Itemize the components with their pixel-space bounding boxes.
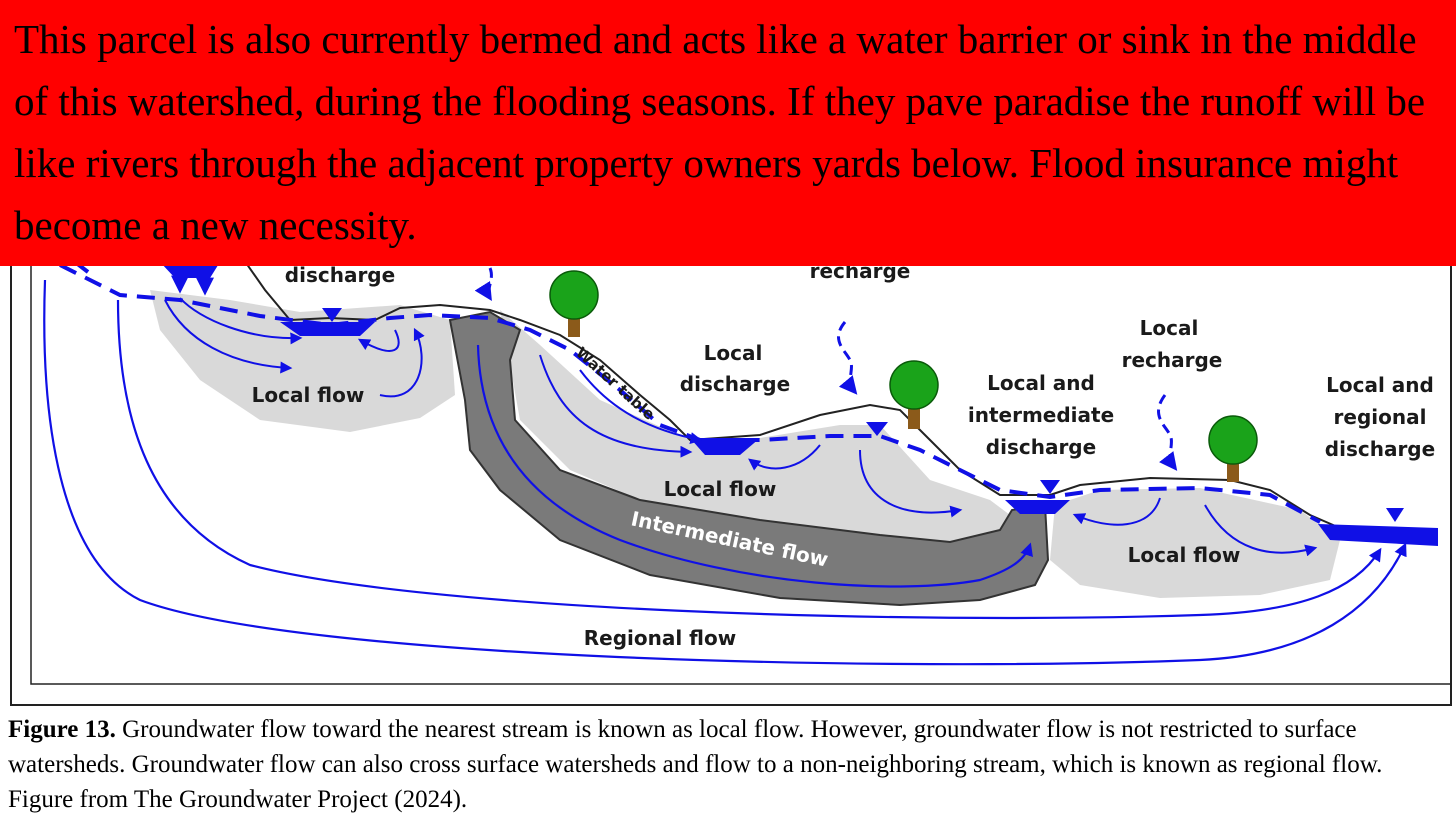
stream-left xyxy=(280,322,375,336)
tree-icon xyxy=(889,360,939,429)
label-discharge-top: discharge xyxy=(285,263,395,287)
label-local-intermediate-2: intermediate xyxy=(968,403,1114,427)
regional-flow-path-outer xyxy=(43,279,1407,666)
label-local-recharge-1: Local xyxy=(1140,316,1199,340)
local-zone-middle xyxy=(500,310,1010,545)
stream-mid xyxy=(690,438,760,455)
land-surface xyxy=(229,239,1341,529)
regional-flow-path-inner xyxy=(116,299,1382,620)
label-local-flow-left: Local flow xyxy=(252,383,365,407)
label-regional-flow: Regional flow xyxy=(584,626,736,650)
tree-icon xyxy=(1208,415,1258,482)
label-local-regional-3: discharge xyxy=(1325,437,1435,461)
groundwater-flow-diagram: discharge recharge Local flow Water tabl… xyxy=(10,199,1452,706)
regional-stream xyxy=(1318,524,1438,546)
label-local-intermediate-1: Local and xyxy=(987,371,1095,395)
warning-banner: This parcel is also currently bermed and… xyxy=(0,0,1456,266)
label-local-intermediate-3: discharge xyxy=(986,435,1096,459)
label-local-flow-mid: Local flow xyxy=(664,477,777,501)
label-local-regional-2: regional xyxy=(1334,405,1427,429)
label-local-discharge-1: Local xyxy=(704,341,763,365)
label-local-regional-1: Local and xyxy=(1326,373,1434,397)
label-local-recharge-2: recharge xyxy=(1122,348,1223,372)
banner-text: This parcel is also currently bermed and… xyxy=(14,16,1426,248)
local-zone-right xyxy=(1050,488,1340,598)
figure-caption-text: Groundwater flow toward the nearest stre… xyxy=(8,716,1383,813)
label-local-flow-right: Local flow xyxy=(1128,543,1241,567)
label-local-discharge-2: discharge xyxy=(680,372,790,396)
intermediate-flow-path xyxy=(476,344,1033,588)
tree-icon xyxy=(549,270,599,337)
figure-label: Figure 13. xyxy=(8,716,116,743)
figure-caption: Figure 13. Groundwater flow toward the n… xyxy=(8,712,1448,817)
stream-right xyxy=(1005,500,1070,514)
